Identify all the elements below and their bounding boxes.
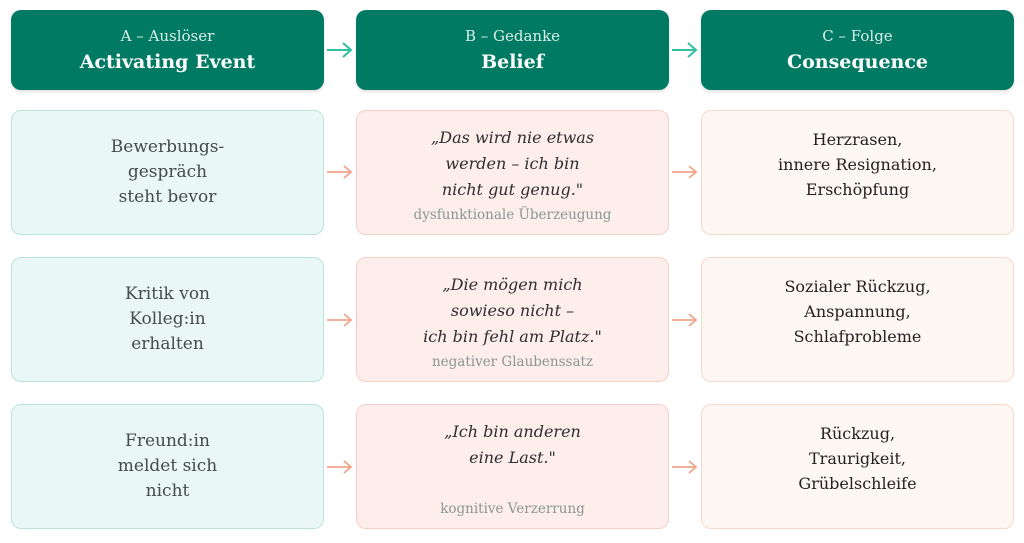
- row-arrow-icon-2-ab: [327, 313, 353, 327]
- row-arrow-icon-3-bc: [672, 460, 698, 474]
- activating-event-3: Freund:in meldet sich nicht: [11, 404, 324, 529]
- row-arrow-icon-1-bc: [672, 165, 698, 179]
- activating-text: Freund:in meldet sich nicht: [117, 431, 218, 501]
- header-arrow-icon-bc: [672, 42, 698, 58]
- column-title-a: Activating Event: [79, 51, 256, 73]
- column-title-c: Consequence: [786, 51, 929, 73]
- column-header-b: B – Gedanke Belief: [356, 10, 669, 90]
- belief-1: „Das wird nie etwas werden – ich bin nic…: [356, 110, 669, 235]
- belief-note: negativer Glaubenssatz: [431, 354, 594, 370]
- header-arrow-icon-ab: [327, 42, 353, 58]
- belief-quote: „Die mögen mich sowieso nicht – ich bin …: [423, 275, 602, 346]
- column-sub-c: C – Folge: [822, 27, 893, 45]
- column-title-b: Belief: [481, 51, 544, 73]
- belief-quote: „Das wird nie etwas werden – ich bin nic…: [430, 128, 595, 199]
- belief-note: dysfunktionale Überzeugung: [413, 207, 612, 223]
- column-header-a: A – Auslöser Activating Event: [11, 10, 324, 90]
- row-arrow-icon-1-ab: [327, 165, 353, 179]
- column-sub-b: B – Gedanke: [464, 27, 561, 45]
- consequence-text: Sozialer Rückzug, Anspannung, Schlafprob…: [784, 277, 931, 346]
- activating-text: Kritik von Kolleg:in erhalten: [124, 284, 211, 354]
- consequence-text: Herzrasen, innere Resignation, Erschöpfu…: [778, 130, 937, 199]
- activating-event-2: Kritik von Kolleg:in erhalten: [11, 257, 324, 382]
- activating-text: Bewerbungs- gespräch steht bevor: [110, 137, 225, 207]
- belief-note: kognitive Verzerrung: [440, 501, 585, 517]
- column-header-c: C – Folge Consequence: [701, 10, 1014, 90]
- column-sub-a: A – Auslöser: [120, 27, 215, 45]
- row-arrow-icon-2-bc: [672, 313, 698, 327]
- consequence-text: Rückzug, Traurigkeit, Grübelschleife: [798, 424, 917, 493]
- consequence-3: Rückzug, Traurigkeit, Grübelschleife: [701, 404, 1014, 529]
- consequence-2: Sozialer Rückzug, Anspannung, Schlafprob…: [701, 257, 1014, 382]
- row-arrow-icon-3-ab: [327, 460, 353, 474]
- consequence-1: Herzrasen, innere Resignation, Erschöpfu…: [701, 110, 1014, 235]
- activating-event-1: Bewerbungs- gespräch steht bevor: [11, 110, 324, 235]
- belief-2: „Die mögen mich sowieso nicht – ich bin …: [356, 257, 669, 382]
- belief-quote: „Ich bin anderen eine Last.": [444, 422, 581, 467]
- belief-3: „Ich bin anderen eine Last." kognitive V…: [356, 404, 669, 529]
